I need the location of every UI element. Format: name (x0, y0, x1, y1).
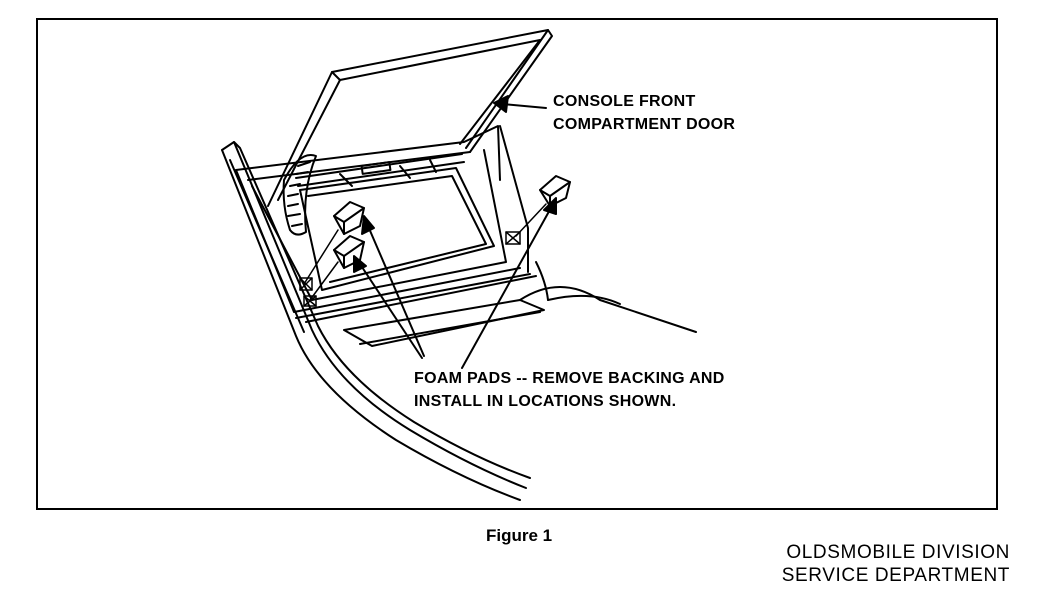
foam-pad-2 (333, 235, 365, 269)
figure-caption: Figure 1 (486, 526, 553, 545)
inner-tray (299, 167, 495, 291)
pad-placement-lines (303, 203, 547, 301)
pads-callout-arrows (353, 197, 557, 369)
figure-frame (36, 18, 998, 510)
foam-pad-1 (333, 201, 365, 235)
publisher-line-2: SERVICE DEPARTMENT (781, 565, 1010, 586)
compartment-door (267, 29, 553, 207)
pad-location-left (299, 277, 317, 307)
door-label-line-1: CONSOLE FRONT (553, 93, 696, 110)
pads-callout-label: FOAM PADS -- REMOVE BACKING AND INSTALL … (414, 367, 725, 413)
door-callout-label: CONSOLE FRONT COMPARTMENT DOOR (553, 90, 735, 136)
publisher-block: OLDSMOBILE DIVISION SERVICE DEPARTMENT (782, 541, 1010, 587)
door-label-line-2: COMPARTMENT DOOR (553, 116, 736, 133)
console-body (221, 141, 531, 501)
console-lower (343, 261, 697, 347)
door-ratchet (282, 154, 317, 236)
door-callout-arrow (493, 95, 547, 113)
hinge-strip (295, 153, 465, 187)
pads-label-line-2: INSTALL IN LOCATIONS SHOWN. (414, 393, 677, 410)
publisher-line-1: OLDSMOBILE DIVISION (786, 542, 1010, 563)
pads-label-line-1: FOAM PADS -- REMOVE BACKING AND (414, 370, 725, 387)
compartment-opening (235, 125, 537, 323)
